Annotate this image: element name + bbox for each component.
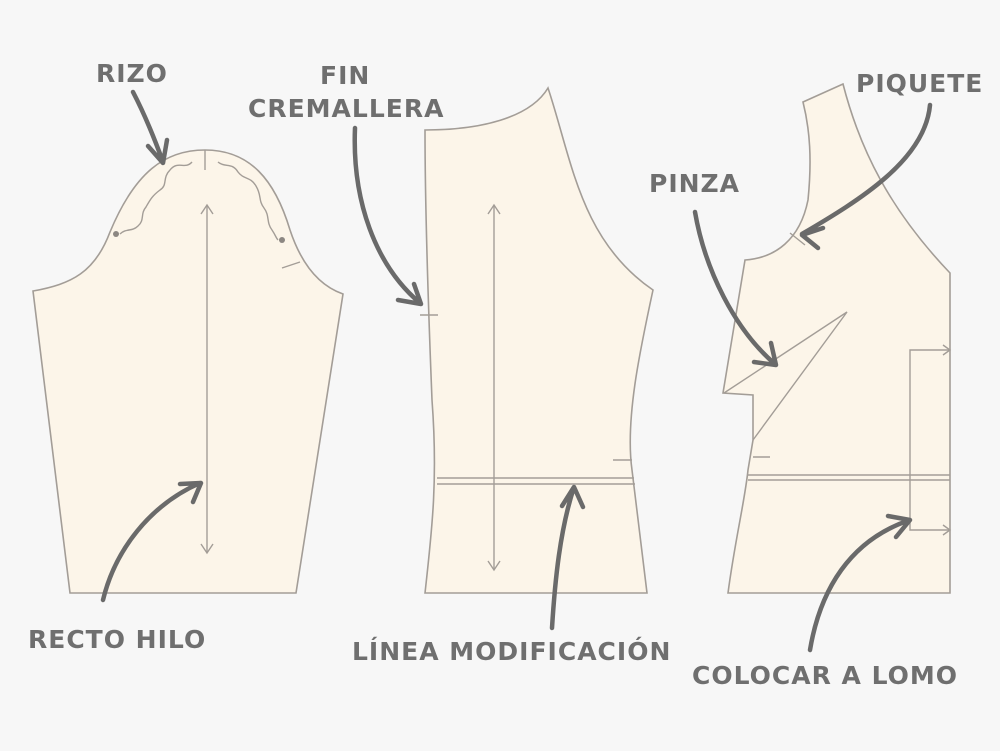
arrow-rizo bbox=[130, 89, 170, 166]
back-bodice-piece bbox=[722, 82, 952, 594]
label-linea-modificacion: LÍNEA MODIFICACIÓN bbox=[352, 636, 671, 666]
annotation-arrows bbox=[100, 89, 933, 653]
notch-dot bbox=[279, 237, 285, 243]
arrow-pinza bbox=[692, 209, 779, 368]
label-cremallera: CREMALLERA bbox=[248, 94, 444, 123]
arrow-recto-hilo bbox=[100, 480, 204, 603]
arrow-colocar-a-lomo bbox=[807, 513, 913, 653]
label-recto-hilo: RECTO HILO bbox=[28, 625, 206, 654]
label-rizo: RIZO bbox=[96, 59, 168, 88]
arrow-linea-modificacion bbox=[549, 484, 586, 631]
label-fin: FIN bbox=[320, 61, 370, 90]
sleeve-piece bbox=[32, 149, 344, 594]
label-colocar-a-lomo: COLOCAR A LOMO bbox=[692, 661, 958, 690]
arrow-fin-cremallera bbox=[352, 125, 424, 307]
notch-dot bbox=[113, 231, 119, 237]
front-bodice-piece bbox=[420, 86, 654, 594]
dart bbox=[723, 311, 848, 441]
ease-wave-right bbox=[217, 161, 279, 241]
label-pinza: PINZA bbox=[649, 169, 740, 198]
ease-wave-left bbox=[119, 161, 193, 235]
arrow-piquete bbox=[799, 102, 933, 251]
fold-bracket bbox=[909, 349, 950, 531]
label-piquete: PIQUETE bbox=[856, 69, 983, 98]
